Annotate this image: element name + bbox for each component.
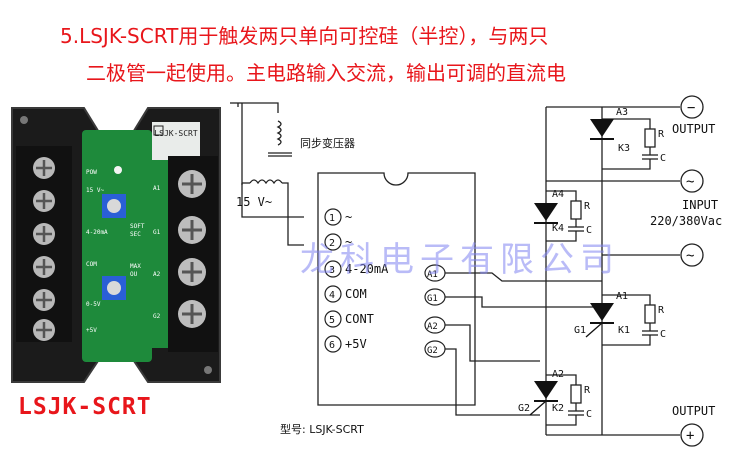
pin-label-a2: A2: [153, 271, 161, 278]
label-c-4: C: [586, 409, 592, 420]
ac-terminal-icon-2: ~: [686, 248, 694, 264]
label-r-2: R: [584, 201, 591, 212]
ic-pin-g2: G2: [427, 346, 438, 356]
label-pow: POW: [86, 169, 97, 176]
ic-pin-3-label: 4-20mA: [345, 262, 389, 276]
ic-pin-2-label: ~: [345, 235, 352, 249]
board-model-text: LSJK-SCRT: [154, 129, 198, 138]
watermark: 龙科电子有限公司: [300, 240, 620, 280]
pin-label-g2: G2: [153, 313, 161, 320]
right-screws: [178, 170, 206, 328]
board-label: [152, 122, 200, 160]
diode-a4: [534, 203, 558, 221]
left-screws: [33, 157, 55, 341]
plus-terminal-icon: +: [686, 428, 694, 444]
ic-pin-1-num: 1: [329, 213, 335, 224]
scr-a2: [534, 381, 558, 399]
label-r-1: R: [658, 129, 665, 140]
label-r-4: R: [584, 385, 591, 396]
label-c-1: C: [660, 153, 666, 164]
ic-pin-5-label: CONT: [345, 312, 374, 326]
minus-terminal-icon: −: [687, 100, 695, 116]
label-c-2: C: [586, 225, 592, 236]
ac-terminal-icon: ~: [686, 174, 694, 190]
label-k1: K1: [618, 325, 630, 336]
product-model-caption: LSJK-SCRT: [18, 394, 152, 420]
pcb: [82, 130, 152, 362]
transformer-voltage: 15 V~: [236, 195, 272, 209]
label-soft: SOFT: [130, 223, 145, 230]
output-bottom-label: OUTPUT: [672, 404, 715, 418]
label-k4: K4: [552, 223, 564, 234]
transformer-label: 同步变压器: [300, 136, 355, 150]
input-label: INPUT: [682, 198, 718, 212]
ic-pin-2-num: 2: [329, 238, 335, 249]
ic-pin-a2: A2: [427, 322, 438, 332]
scr-a1: [590, 303, 614, 321]
label-0-5v: 0-5V: [86, 301, 101, 308]
label-a3: A3: [616, 107, 628, 118]
label-g2: G2: [518, 403, 530, 414]
diode-a3: [590, 119, 614, 137]
output-top-label: OUTPUT: [672, 122, 715, 136]
label-5v: +5V: [86, 327, 97, 334]
header-line-1: 5.LSJK-SCRT用于触发两只单向可控硅（半控），与两只: [60, 24, 549, 48]
label-com: COM: [86, 261, 97, 268]
label-k3: K3: [618, 143, 630, 154]
ic-pin-6-label: +5V: [345, 337, 367, 351]
label-15v: 15 V~: [86, 187, 104, 194]
label-ou: OU: [130, 271, 138, 278]
ic-pin-a1: A1: [427, 270, 438, 280]
label-max: MAX: [130, 263, 141, 270]
label-a1: A1: [616, 291, 628, 302]
label-a4: A4: [552, 189, 564, 200]
ic-pin-6-num: 6: [329, 340, 335, 351]
product-board-image: LSJK-SCRT A1 G1 A2 G2 POW 15 V~ 4-20mA C…: [11, 107, 221, 383]
ic-pin-4-num: 4: [329, 290, 335, 301]
ic-pin-1-label: ~: [345, 210, 352, 224]
pin-label-a1: A1: [153, 185, 161, 192]
pin-label-g1: G1: [153, 229, 161, 236]
input-voltage: 220/380Vac: [650, 214, 722, 228]
ic-pin-4-label: COM: [345, 287, 367, 301]
label-c-3: C: [660, 329, 666, 340]
label-g1: G1: [574, 325, 586, 336]
ic-pin-3-num: 3: [329, 265, 335, 276]
label-sec: SEC: [130, 231, 141, 238]
header-line-2: 二极管一起使用。主电路输入交流，输出可调的直流电: [86, 61, 566, 85]
label-4-20ma: 4-20mA: [86, 229, 108, 236]
label-a2: A2: [552, 369, 564, 380]
wiring-schematic: 1 ~ 2 ~ 3 4-20mA 4 COM 5 CONT 6 +5V A1 G…: [230, 95, 722, 447]
schematic-model-label: 型号: LSJK-SCRT: [280, 422, 364, 436]
label-k2: K2: [552, 403, 564, 414]
label-r-3: R: [658, 305, 665, 316]
ic-pin-5-num: 5: [329, 315, 335, 326]
ic-pin-g1: G1: [427, 294, 438, 304]
power-led: [114, 166, 122, 174]
